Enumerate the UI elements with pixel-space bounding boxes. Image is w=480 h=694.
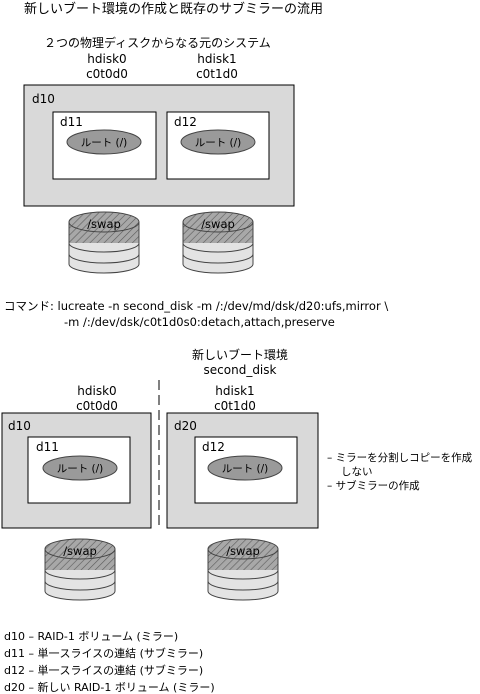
top-section-heading: ２つの物理ディスクからなる元のシステム — [44, 36, 271, 50]
diagram-title: 新しいブート環境の作成と既存のサブミラーの流用 — [24, 2, 324, 17]
top-swap-label-0: /swap — [87, 217, 121, 231]
top-swap-disk-1: /swap — [182, 211, 254, 274]
bottom-root-label-d11: ルート (/) — [57, 463, 104, 475]
annotation-create-submirror: – サブミラーの作成 — [327, 480, 420, 492]
legend-d12: d12 – 単一スライスの連結 (サブミラー) — [4, 664, 204, 677]
legend-d11: d11 – 単一スライスの連結 (サブミラー) — [4, 647, 204, 660]
bottom-swap-label-0: /swap — [63, 544, 97, 558]
bottom-root-label-d12: ルート (/) — [222, 463, 269, 475]
top-disk1-id: c0t1d0 — [196, 67, 238, 81]
top-root-label-d11: ルート (/) — [81, 137, 128, 149]
bottom-swap-disk-0: /swap — [44, 538, 116, 601]
bottom-root-slice-d11 — [42, 455, 118, 481]
bottom-mirror-d20-label: d20 — [174, 419, 197, 433]
top-mirror-label: d10 — [32, 92, 55, 106]
command-line-2: -m /:/dev/dsk/c0t1d0s0:detach,attach,pre… — [64, 315, 335, 329]
top-root-label-d12: ルート (/) — [195, 137, 242, 149]
new-be-name: second_disk — [203, 363, 277, 377]
bottom-submirror-d12-label: d12 — [202, 440, 225, 454]
new-be-heading: 新しいブート環境 — [191, 348, 288, 362]
top-root-slice-d12 — [180, 129, 256, 155]
legend-d20: d20 – 新しい RAID-1 ボリューム (ミラー) — [4, 681, 215, 694]
bottom-root-slice-d12 — [207, 455, 283, 481]
bottom-swap-disk-1: /swap — [207, 538, 279, 601]
bottom-disk1-name: hdisk1 — [215, 384, 255, 398]
top-swap-disk-0: /swap — [68, 211, 140, 274]
command-line-1: コマンド: lucreate -n second_disk -m /:/dev/… — [4, 299, 389, 313]
bottom-disk0-id: c0t0d0 — [76, 399, 118, 413]
bottom-disk1-id: c0t1d0 — [214, 399, 256, 413]
bottom-mirror-d10-label: d10 — [8, 419, 31, 433]
bottom-submirror-d11-label: d11 — [36, 440, 59, 454]
top-swap-label-1: /swap — [201, 217, 235, 231]
top-disk0-name: hdisk0 — [87, 52, 127, 66]
annotation-no-copy-cont: しない — [341, 466, 373, 478]
annotation-no-copy: – ミラーを分割しコピーを作成 — [327, 452, 473, 464]
top-submirror-d11-label: d11 — [60, 115, 83, 129]
top-disk0-id: c0t0d0 — [86, 67, 128, 81]
legend-d10: d10 – RAID-1 ボリューム (ミラー) — [4, 630, 179, 643]
top-disk1-name: hdisk1 — [197, 52, 237, 66]
bottom-disk0-name: hdisk0 — [77, 384, 117, 398]
top-submirror-d12-label: d12 — [174, 115, 197, 129]
bottom-swap-label-1: /swap — [226, 544, 260, 558]
top-root-slice-d11 — [66, 129, 142, 155]
